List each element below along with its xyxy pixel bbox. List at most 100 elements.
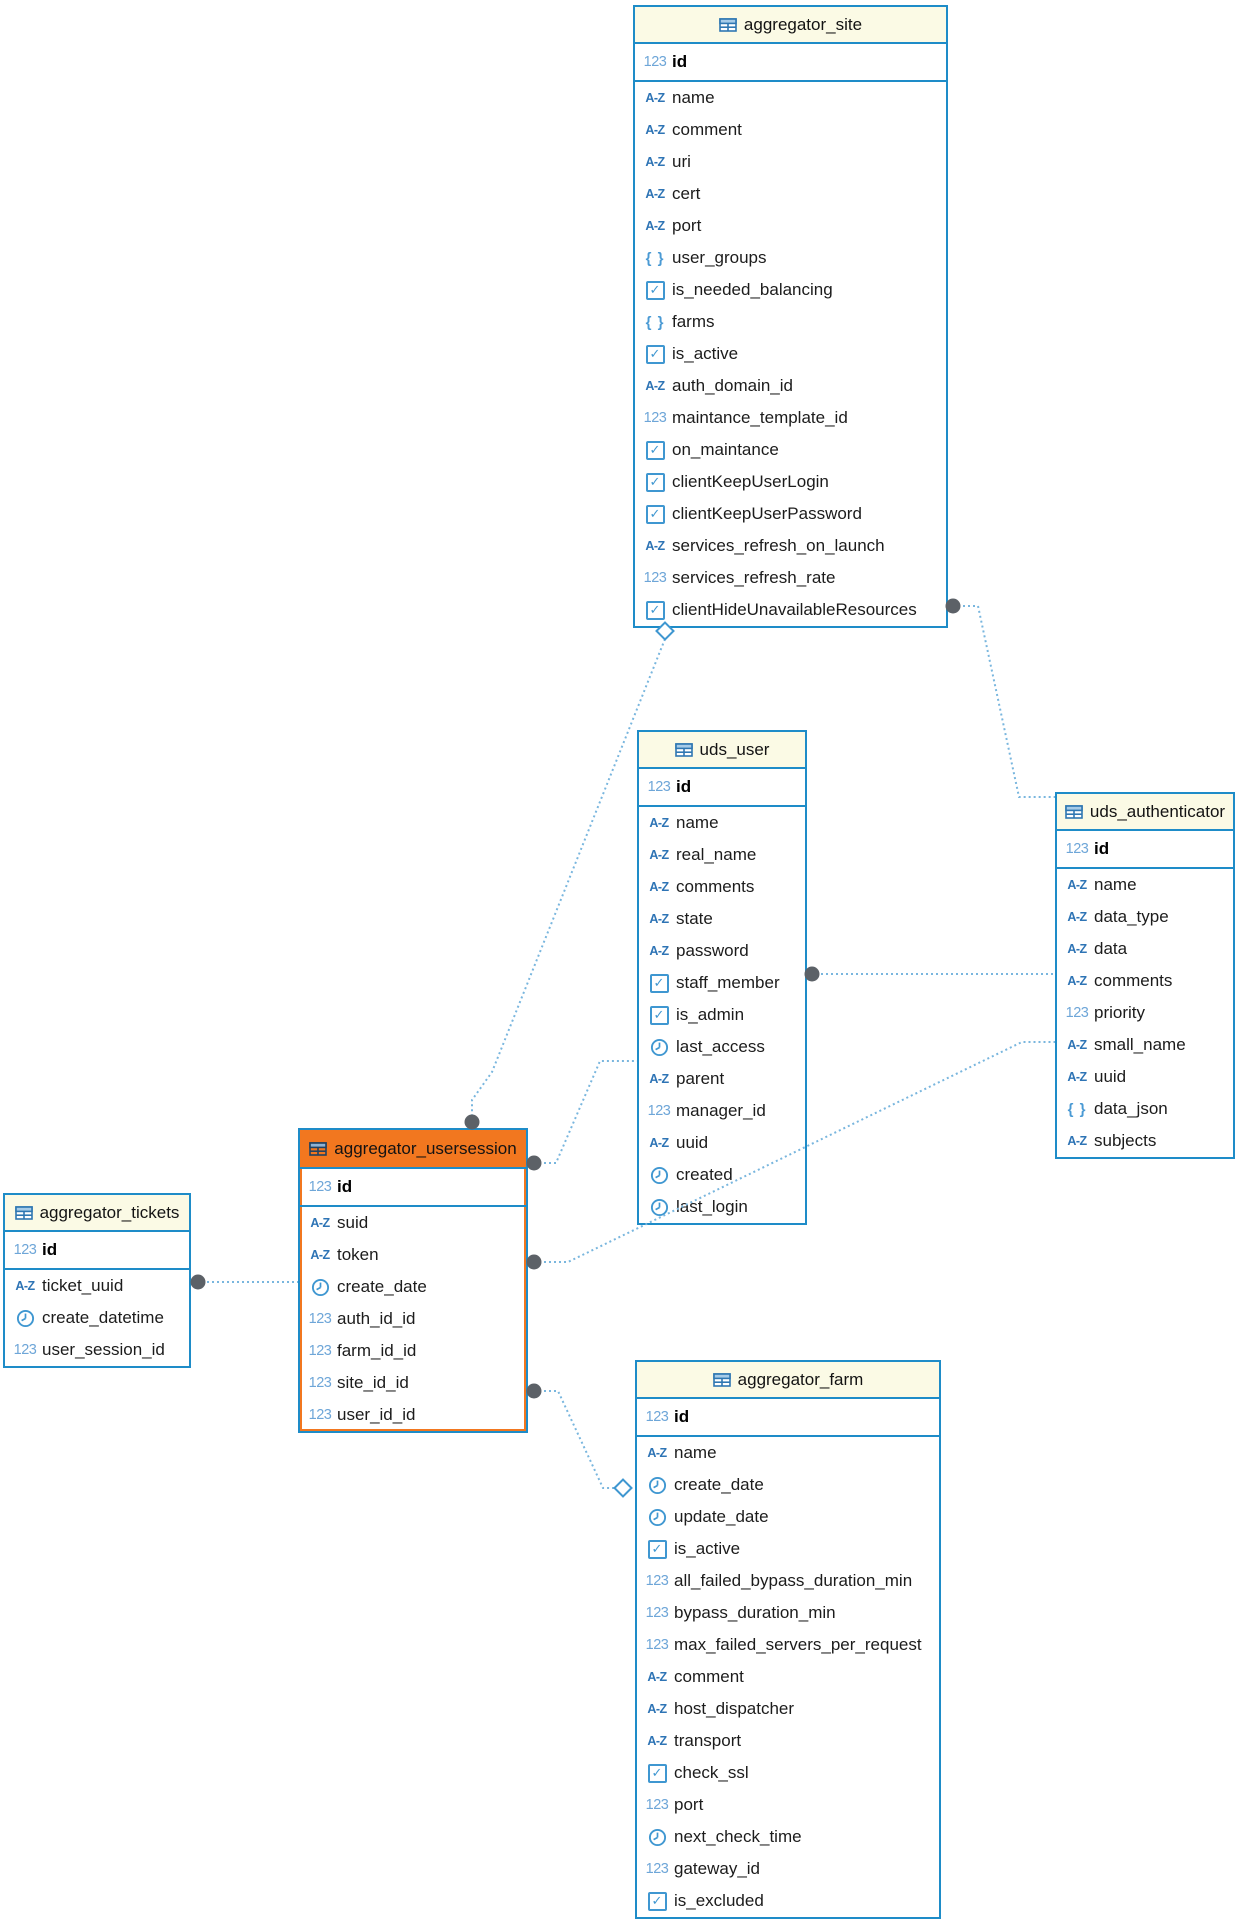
boolean-type-icon: ✓	[645, 973, 673, 993]
number-type-icon: 123	[643, 410, 667, 426]
field-row-is_needed_balancing[interactable]: ✓is_needed_balancing	[635, 274, 946, 306]
datetime-type-icon	[643, 1828, 671, 1847]
field-name: bypass_duration_min	[674, 1603, 836, 1622]
field-row-is_excluded[interactable]: ✓is_excluded	[637, 1885, 939, 1917]
field-name: password	[676, 941, 749, 960]
field-row-create_date[interactable]: create_date	[300, 1271, 526, 1303]
field-row-next_check_time[interactable]: next_check_time	[637, 1821, 939, 1853]
boolean-type-icon: ✓	[641, 344, 669, 364]
field-name: is_needed_balancing	[672, 280, 833, 299]
field-row-user_groups[interactable]: { }user_groups	[635, 242, 946, 274]
entity-header-aggregator_usersession[interactable]: aggregator_usersession	[300, 1130, 526, 1169]
entity-header-uds_authenticator[interactable]: uds_authenticator	[1057, 794, 1233, 831]
field-name: uuid	[1094, 1067, 1127, 1086]
field-row-update_date[interactable]: update_date	[637, 1501, 939, 1533]
field-row-on_maintance[interactable]: ✓on_maintance	[635, 434, 946, 466]
field-row-create_datetime[interactable]: create_datetime	[5, 1302, 189, 1334]
field-name: data	[1094, 939, 1128, 958]
entity-header-aggregator_tickets[interactable]: aggregator_tickets	[5, 1195, 189, 1232]
field-row-last_access[interactable]: last_access	[639, 1031, 805, 1063]
number-type-icon: 123	[643, 54, 667, 70]
field-name: update_date	[674, 1507, 769, 1526]
field-row-clientHideUnavailableResources[interactable]: ✓clientHideUnavailableResources	[635, 594, 946, 626]
boolean-type-icon: ✓	[641, 472, 669, 492]
field-row-is_active[interactable]: ✓is_active	[637, 1533, 939, 1565]
entity-header-uds_user[interactable]: uds_user	[639, 732, 805, 769]
field-row-staff_member[interactable]: ✓staff_member	[639, 967, 805, 999]
field-name: suid	[337, 1213, 369, 1232]
field-row-create_date[interactable]: create_date	[637, 1469, 939, 1501]
field-row-farms[interactable]: { }farms	[635, 306, 946, 338]
field-row-clientKeepUserPassword[interactable]: ✓clientKeepUserPassword	[635, 498, 946, 530]
field-row-is_active[interactable]: ✓is_active	[635, 338, 946, 370]
field-row-last_login[interactable]: last_login	[639, 1191, 805, 1223]
field-name: clientKeepUserLogin	[672, 472, 829, 491]
relation-dot-endpoint	[526, 1383, 542, 1399]
field-row-check_ssl[interactable]: ✓check_ssl	[637, 1757, 939, 1789]
field-row-clientKeepUserLogin[interactable]: ✓clientKeepUserLogin	[635, 466, 946, 498]
field-row-is_admin[interactable]: ✓is_admin	[639, 999, 805, 1031]
text-type-icon: A-Z	[649, 816, 669, 830]
field-row-data_json[interactable]: { }data_json	[1057, 1093, 1233, 1125]
entity-header-aggregator_site[interactable]: aggregator_site	[635, 7, 946, 44]
field-name: user_id_id	[337, 1405, 416, 1424]
field-row-created[interactable]: created	[639, 1159, 805, 1191]
entity-header-aggregator_farm[interactable]: aggregator_farm	[637, 1362, 939, 1399]
